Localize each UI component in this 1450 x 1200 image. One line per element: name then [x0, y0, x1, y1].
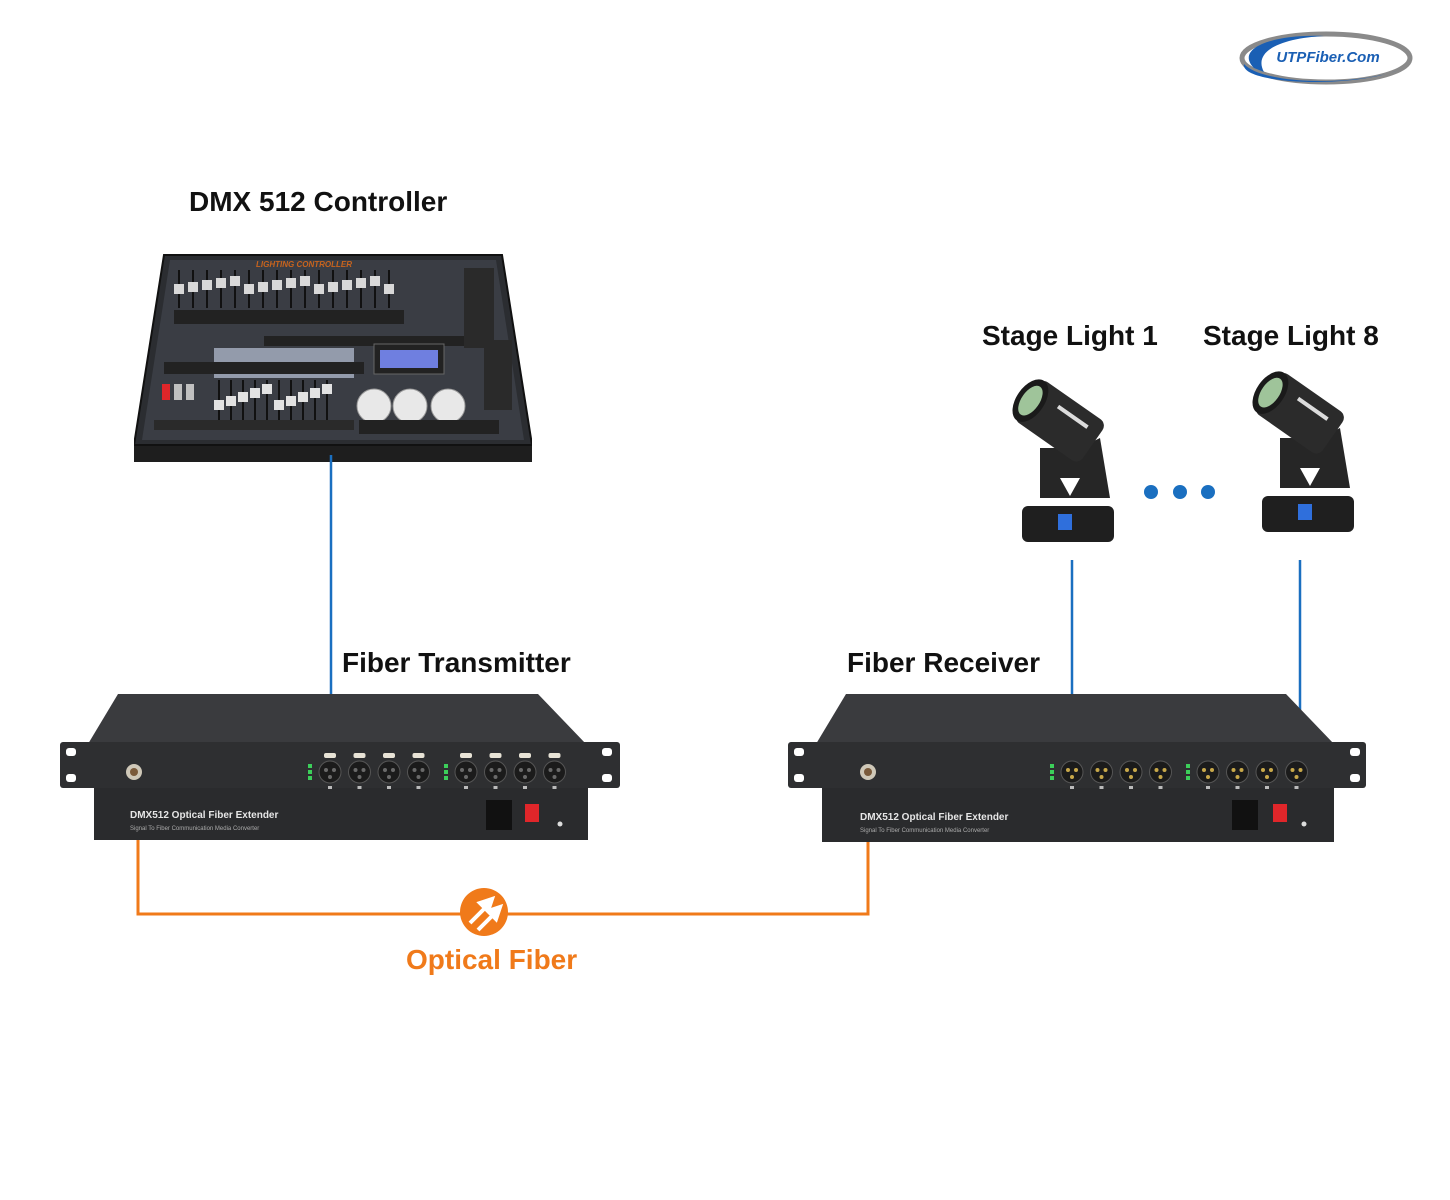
dmx-port: [1090, 760, 1113, 789]
dmx-port: [407, 753, 430, 789]
status-led: [1050, 770, 1054, 774]
status-led: [1186, 776, 1190, 780]
dmx-port: [513, 753, 537, 789]
receiver-label: Fiber Receiver: [847, 647, 1040, 678]
stage-light-8: [1240, 370, 1360, 540]
fiber-transmitter: DMX512 Optical Fiber Extender Signal To …: [58, 688, 620, 844]
dmx-port: [1285, 760, 1308, 789]
transmitter-device-name: DMX512 Optical Fiber Extender: [130, 810, 278, 821]
status-led: [1186, 770, 1190, 774]
logo: UTPFiber.Com: [1234, 28, 1414, 90]
status-led: [1050, 764, 1054, 768]
stage-light-1: [1000, 378, 1120, 548]
dmx-port: [1226, 760, 1249, 789]
controller-label: DMX 512 Controller: [189, 186, 448, 217]
dmx-port: [1196, 760, 1220, 789]
fiber-receiver: DMX512 Optical Fiber Extender Signal To …: [786, 688, 1368, 844]
dmx-port: [454, 753, 478, 789]
ellipsis-dots: [1144, 485, 1215, 499]
dmx-port: [348, 753, 371, 789]
status-led: [444, 764, 448, 768]
fiber-arrows-icon: [460, 888, 508, 936]
receiver-device-subtitle: Signal To Fiber Communication Media Conv…: [860, 828, 989, 834]
receiver-device-name: DMX512 Optical Fiber Extender: [860, 812, 1008, 823]
transmitter-device-subtitle: Signal To Fiber Communication Media Conv…: [130, 826, 259, 832]
dmx-port: [543, 753, 566, 789]
status-led: [444, 770, 448, 774]
dmx-port: [484, 753, 507, 789]
status-led: [308, 764, 312, 768]
dmx-port: [1149, 760, 1172, 789]
stage-light-1-label: Stage Light 1: [982, 320, 1158, 351]
logo-text: UTPFiber.Com: [1276, 49, 1379, 66]
dmx-controller: LIGHTING CONTROLLER: [132, 250, 534, 465]
controller-panel-title: LIGHTING CONTROLLER: [256, 260, 352, 269]
dmx-port: [1060, 760, 1084, 789]
optical-fiber-label: Optical Fiber: [406, 944, 578, 975]
status-led: [308, 776, 312, 780]
dmx-port: [1255, 760, 1279, 789]
status-led: [1050, 776, 1054, 780]
dmx-port: [377, 753, 401, 789]
transmitter-label: Fiber Transmitter: [342, 647, 571, 678]
stage-light-8-label: Stage Light 8: [1203, 320, 1379, 351]
dmx-port: [1119, 760, 1143, 789]
status-led: [444, 776, 448, 780]
status-led: [1186, 764, 1190, 768]
status-led: [308, 770, 312, 774]
dmx-port: [318, 753, 342, 789]
